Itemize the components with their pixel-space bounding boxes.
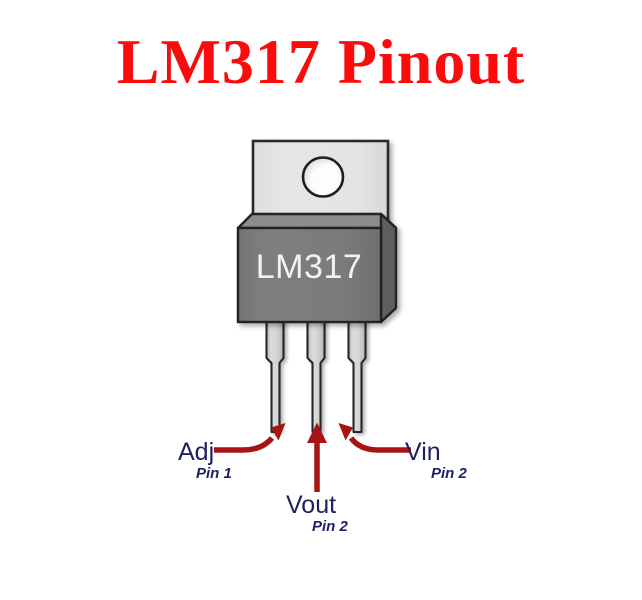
pin-label-vout-number: Pin 2 xyxy=(312,518,348,535)
package-leads xyxy=(265,316,367,434)
pin-label-vout-name: Vout xyxy=(286,491,337,519)
pin-label-vin-number: Pin 2 xyxy=(431,465,467,482)
pin-label-adj-number: Pin 1 xyxy=(196,465,232,482)
arrow-vin xyxy=(338,423,411,453)
pin-label-vin-name: Vin xyxy=(405,438,441,466)
lead-pin-2 xyxy=(306,316,326,434)
pin-label-vout: Vout Pin 2 xyxy=(286,492,348,536)
pin-label-adj-name: Adj xyxy=(178,438,215,466)
pin-label-adj: Adj Pin 1 xyxy=(178,439,232,483)
lead-pin-1 xyxy=(265,316,285,434)
page-title: LM317 Pinout xyxy=(116,26,526,97)
arrow-vout xyxy=(307,422,327,492)
arrow-adj xyxy=(214,423,286,453)
package-body xyxy=(236,212,398,324)
body-part-number: LM317 xyxy=(256,248,362,286)
pin-label-vin: Vin Pin 2 xyxy=(405,439,467,483)
mounting-hole-icon xyxy=(301,156,345,198)
pointer-arrows xyxy=(214,422,411,492)
lead-pin-3 xyxy=(347,316,367,434)
